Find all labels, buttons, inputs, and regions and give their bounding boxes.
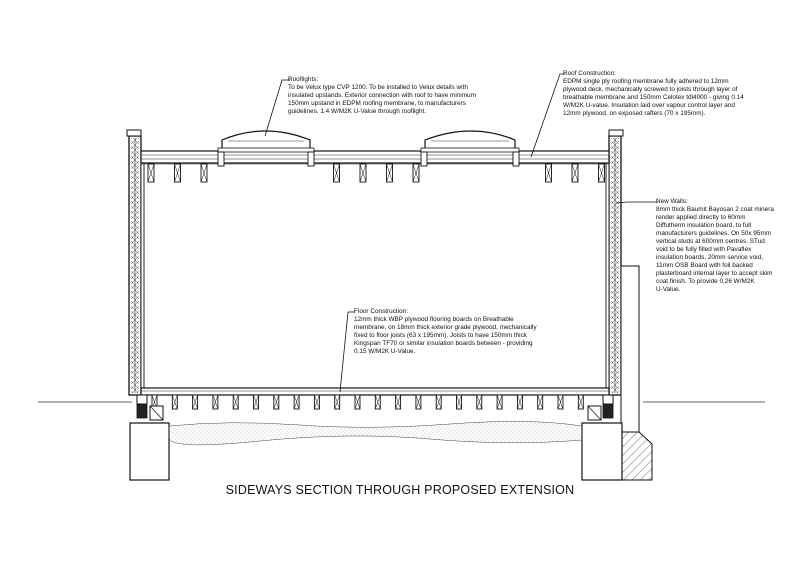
rooflights-body: To be Velux type CVP 1200. To be install… — [288, 84, 476, 115]
rooflights-heading: Rooflights: — [288, 76, 319, 83]
rafter — [571, 163, 579, 183]
rooflights-note: Rooflights: To be Velux type CVP 1200. T… — [288, 76, 498, 116]
rafter — [333, 163, 340, 183]
roof-construction-note: Roof Construction: EDPM single ply roofi… — [563, 70, 773, 118]
floor-joist — [476, 394, 483, 410]
floor-joist — [456, 394, 462, 410]
left-wall — [126, 129, 145, 396]
rafter — [174, 163, 181, 183]
floor-joist — [496, 394, 503, 410]
floor-joist — [395, 394, 402, 410]
roof-deck — [140, 150, 610, 165]
roof-rafters — [147, 163, 605, 183]
floor-joist — [557, 394, 564, 410]
rafter — [545, 163, 552, 183]
floor-joists — [151, 394, 584, 410]
floor-joist — [273, 394, 280, 410]
floor-joist — [516, 394, 523, 410]
left-foundation — [129, 422, 170, 481]
rafter — [200, 163, 208, 183]
drawing-title: SIDEWAYS SECTION THROUGH PROPOSED EXTENS… — [225, 483, 575, 497]
new-walls-body: 8mm thick Baumit Bayosan 2 coat minera r… — [656, 206, 774, 293]
floor-construction-heading: Floor Construction: — [354, 308, 408, 315]
floor-construction-body: 12mm thick WBP plywood flooring boards o… — [354, 316, 537, 355]
floor-joist — [232, 394, 239, 410]
right-sole-plate — [587, 394, 614, 421]
rafter — [147, 163, 155, 183]
floor-joist — [313, 394, 320, 410]
rafter — [386, 163, 393, 183]
floor-joist — [435, 394, 442, 410]
floor-joist — [253, 394, 259, 410]
floor-joist — [171, 394, 178, 410]
rooflight-right — [420, 130, 520, 167]
roof-construction-body: EDPM single ply roofing membrane fully a… — [563, 78, 744, 117]
rooflight-left — [217, 130, 315, 167]
roof-construction-heading: Roof Construction: — [563, 70, 616, 77]
floor-joist — [374, 394, 381, 410]
rafter — [359, 163, 367, 183]
floor-joist — [212, 394, 219, 410]
right-wall — [605, 129, 624, 396]
note-leaders — [264, 73, 658, 393]
new-walls-note: New Walls: 8mm thick Baumit Bayosan 2 co… — [656, 198, 796, 294]
floor-joist — [334, 394, 341, 410]
rafter — [598, 163, 605, 183]
floor-joist — [354, 394, 361, 410]
floor-joist — [293, 394, 300, 410]
floor-joist — [577, 394, 584, 410]
floor-deck — [140, 387, 610, 396]
rafter — [412, 163, 420, 183]
left-sole-plate — [136, 394, 164, 421]
floor-construction-note: Floor Construction: 12mm thick WBP plywo… — [354, 308, 574, 356]
floor-joist — [192, 394, 199, 410]
right-foundation — [581, 422, 623, 481]
new-walls-heading: New Walls: — [656, 198, 688, 205]
sub-floor-hardcore — [168, 421, 583, 446]
floor-joist — [415, 394, 422, 410]
floor-joist — [537, 394, 544, 410]
